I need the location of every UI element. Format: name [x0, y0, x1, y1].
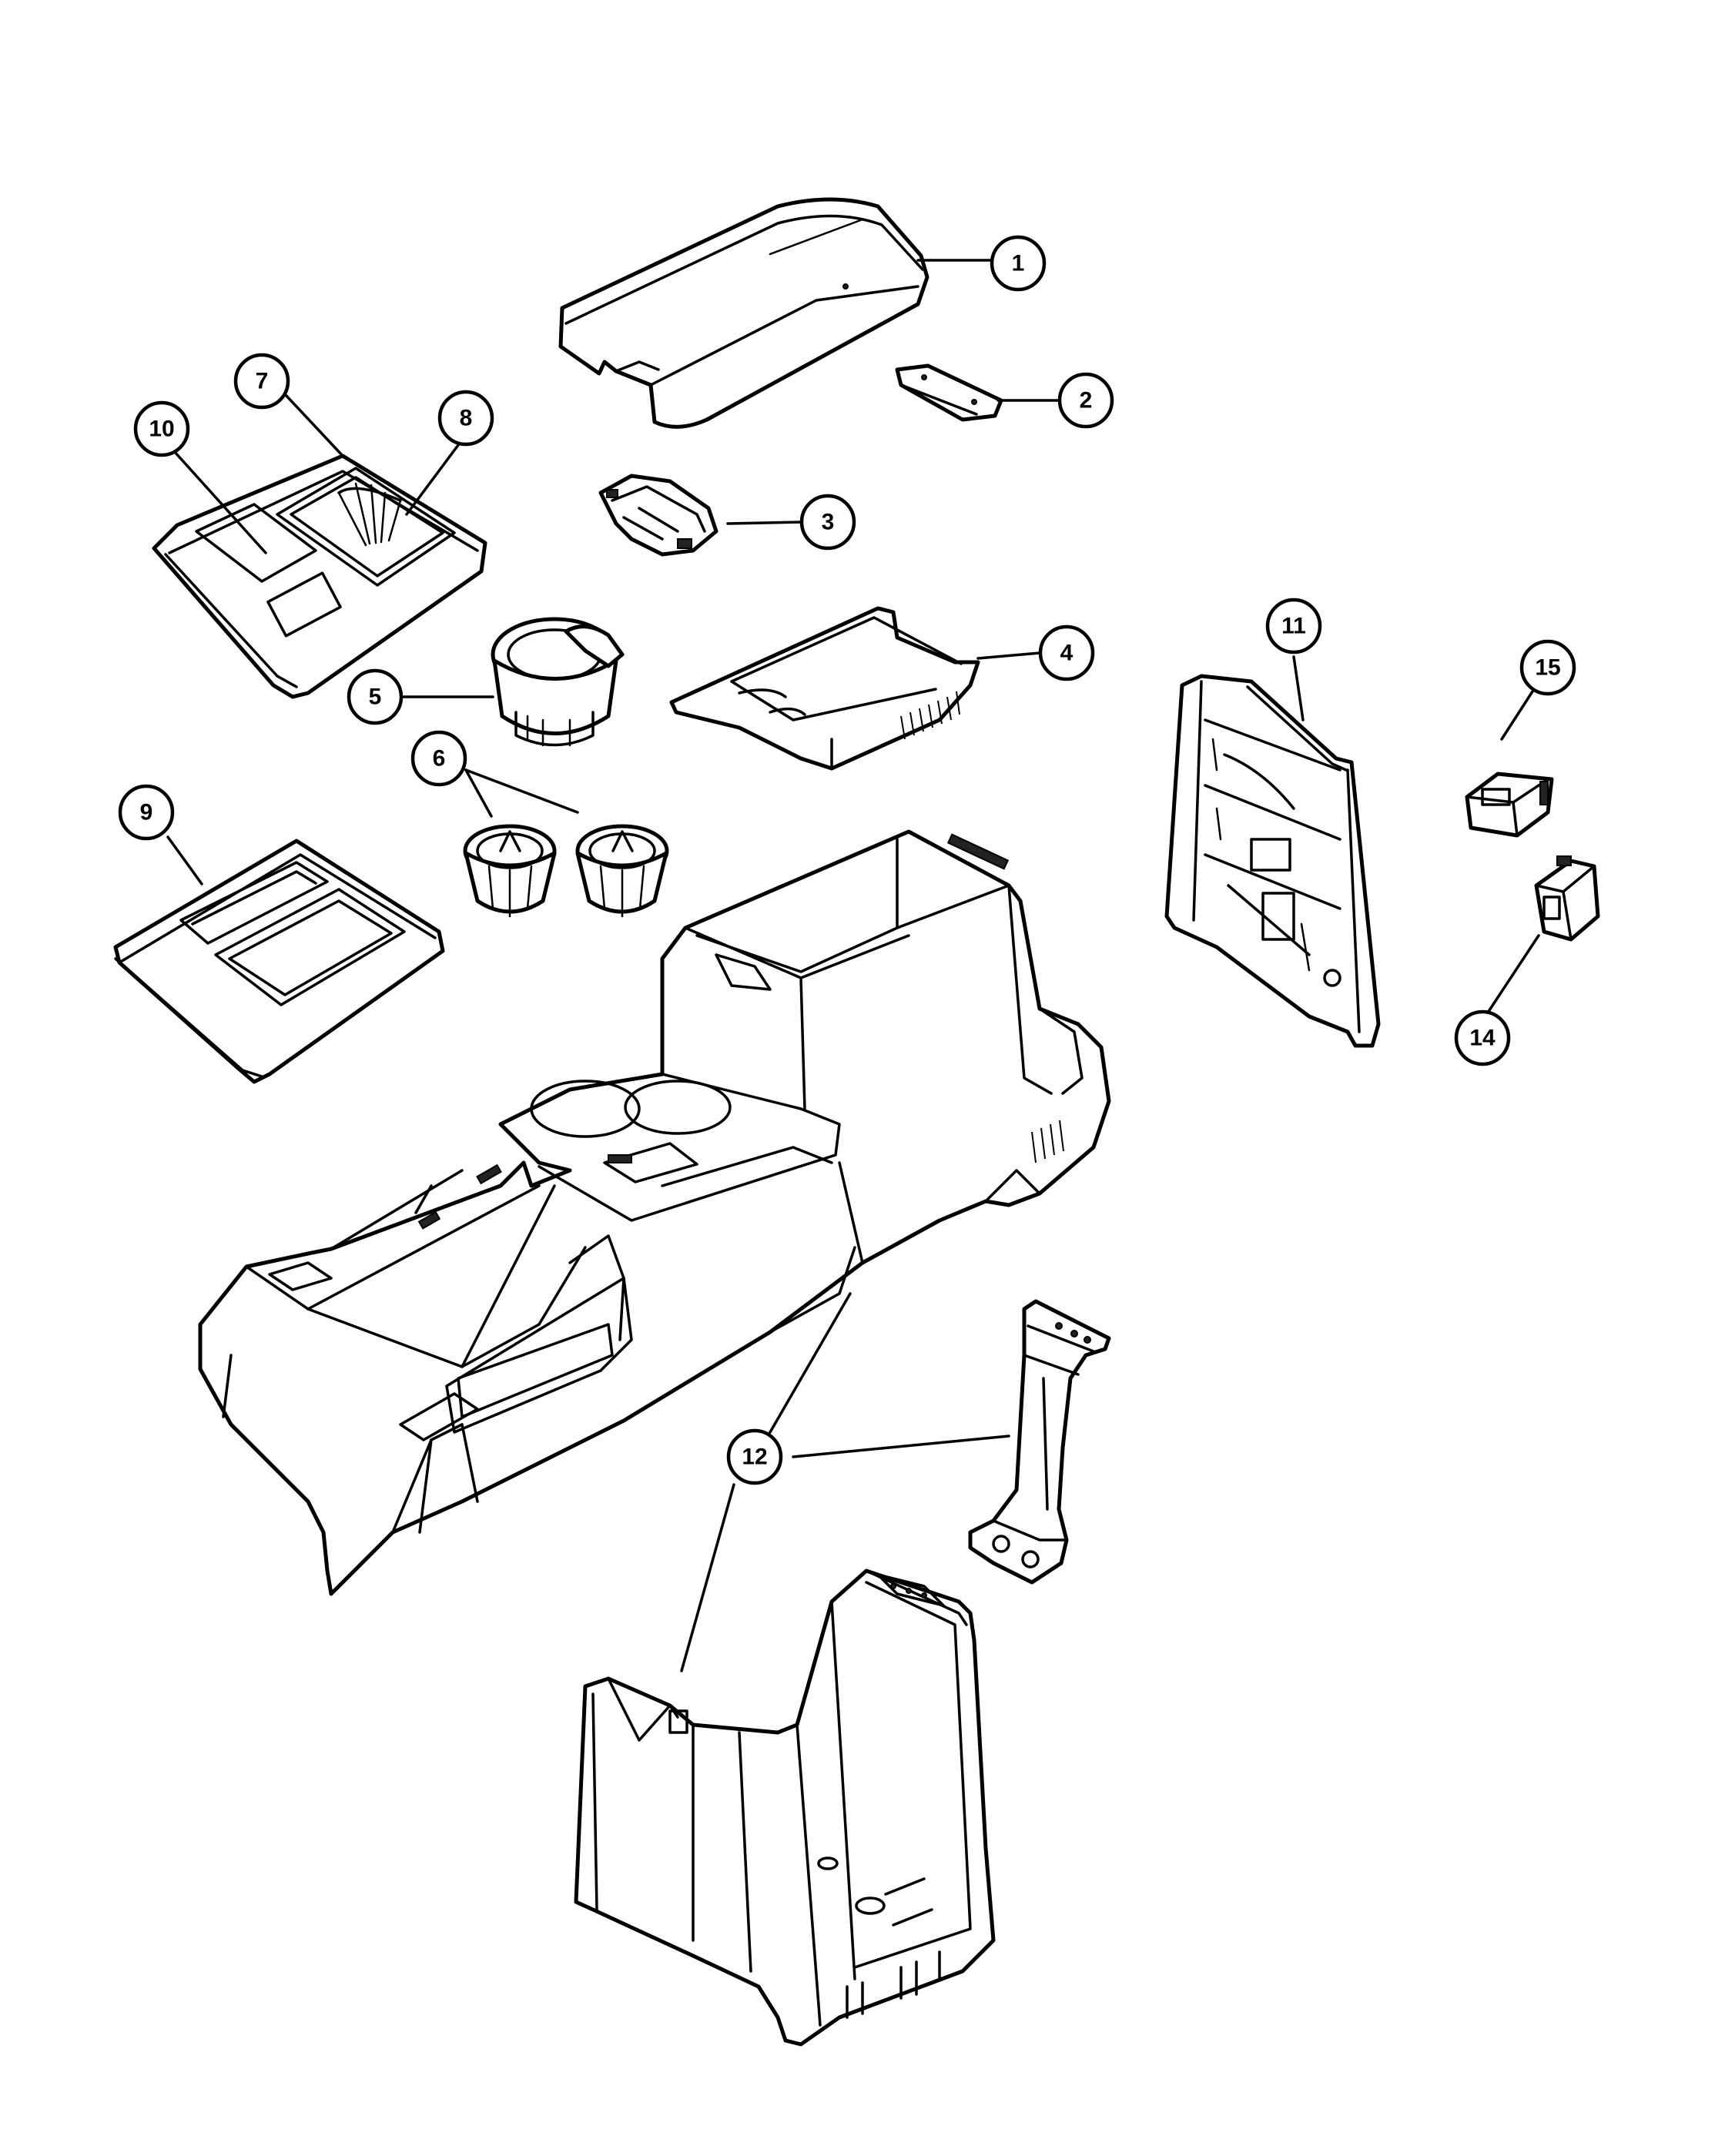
- callout-14: 14: [1454, 1009, 1511, 1066]
- cup-holder-insert[interactable]: [491, 617, 625, 747]
- svg-text:5: 5: [369, 685, 382, 710]
- callout-7: 7: [233, 353, 290, 410]
- callout-10: 10: [133, 400, 190, 457]
- callout-4: 4: [1038, 624, 1095, 681]
- cup-holder-bezel[interactable]: [113, 839, 445, 1084]
- svg-text:15: 15: [1535, 655, 1560, 681]
- svg-text:2: 2: [1080, 388, 1093, 413]
- svg-text:9: 9: [140, 800, 153, 825]
- svg-text:6: 6: [433, 746, 446, 772]
- svg-text:12: 12: [742, 1445, 767, 1470]
- latch[interactable]: [598, 474, 718, 557]
- svg-text:8: 8: [460, 406, 473, 431]
- cup-inserts[interactable]: [463, 824, 669, 918]
- svg-text:11: 11: [1281, 614, 1306, 639]
- power-outlet[interactable]: [1534, 855, 1600, 942]
- callout-15: 15: [1519, 639, 1576, 696]
- callout-9: 9: [118, 784, 175, 841]
- console-bracket[interactable]: [968, 1299, 1111, 1585]
- svg-text:7: 7: [256, 369, 269, 394]
- callout-3: 3: [799, 494, 856, 551]
- storage-tray[interactable]: [669, 606, 980, 771]
- svg-text:14: 14: [1469, 1026, 1496, 1051]
- callout-1: 1: [990, 235, 1047, 292]
- svg-text:3: 3: [822, 510, 835, 535]
- callout-11: 11: [1265, 598, 1322, 654]
- callout-2: 2: [1057, 372, 1114, 429]
- rear-panel[interactable]: [1164, 674, 1381, 1048]
- callout-12: 12: [726, 1428, 783, 1485]
- svg-text:1: 1: [1012, 251, 1025, 276]
- hinge-plate[interactable]: [895, 363, 1003, 422]
- callout-6: 6: [410, 730, 467, 787]
- callout-5: 5: [347, 668, 404, 725]
- leader-lines: [166, 259, 1540, 1672]
- switch-module[interactable]: [1465, 772, 1554, 838]
- shifter-bezel[interactable]: [152, 454, 487, 699]
- callout-8: 8: [437, 390, 494, 447]
- armrest-lid[interactable]: [558, 197, 929, 429]
- svg-text:4: 4: [1060, 641, 1074, 666]
- svg-text:10: 10: [149, 417, 174, 442]
- lower-console-housing[interactable]: [574, 1568, 996, 2047]
- console-body[interactable]: [198, 829, 1111, 1596]
